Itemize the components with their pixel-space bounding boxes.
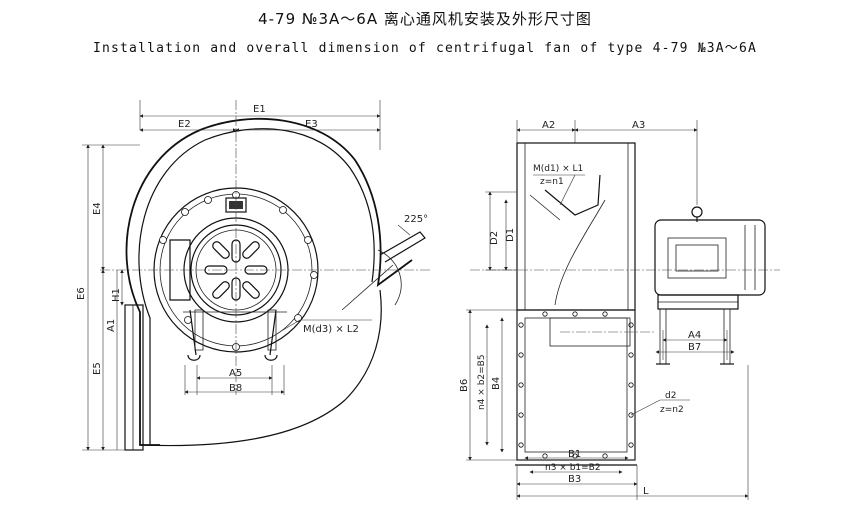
dim-E1: E1 [253, 104, 266, 115]
dim-D2: D2 [489, 231, 500, 245]
motor [654, 219, 766, 296]
dim-B4: B4 [491, 377, 502, 390]
volute-casing [125, 117, 413, 446]
dim-E5: E5 [92, 362, 103, 375]
dim-B6: B6 [459, 379, 470, 392]
dim-E6: E6 [76, 287, 87, 300]
z-n2-label: z=n2 [660, 405, 684, 415]
dim-L: L [643, 486, 649, 497]
dim-A1: A1 [106, 319, 117, 332]
bolt-callout-side: M(d1) × L1 [533, 164, 583, 174]
d2-label: d2 [665, 391, 676, 401]
dim-B2: n3 × b1=B2 [545, 463, 601, 473]
dim-B1: B1 [568, 449, 581, 460]
page-title: 4-79 №3A～6A 离心通风机安装及外形尺寸图 [258, 10, 592, 28]
dim-E2: E2 [178, 119, 191, 130]
bolt-callout-front: M(d3) × L2 [303, 324, 359, 335]
front-view: E1 E2 E3 E6 E4 E5 H1 A1 A5 B8 M(d3) × L2 [76, 100, 430, 451]
dim-E3: E3 [305, 119, 318, 130]
dim-D1: D1 [505, 228, 516, 242]
z-n1-label: z=n1 [540, 177, 564, 187]
page-subtitle: Installation and overall dimension of ce… [92, 41, 758, 56]
dim-A5: A5 [229, 368, 242, 379]
dim-B3: B3 [568, 474, 581, 485]
dim-B5: n4 × b2=B5 [477, 354, 487, 410]
dim-B8: B8 [229, 383, 242, 394]
dim-A2: A2 [542, 120, 555, 131]
angle-label: 225° [404, 214, 428, 225]
dim-E4: E4 [92, 202, 103, 215]
dim-H1: H1 [111, 288, 122, 302]
dim-A4: A4 [688, 330, 701, 341]
dim-B7: B7 [688, 342, 701, 353]
dim-A3: A3 [632, 120, 645, 131]
side-view: A2 A3 D2 D1 M(d1) × L1 z=n1 B6 n4 × b2=B… [459, 120, 780, 500]
